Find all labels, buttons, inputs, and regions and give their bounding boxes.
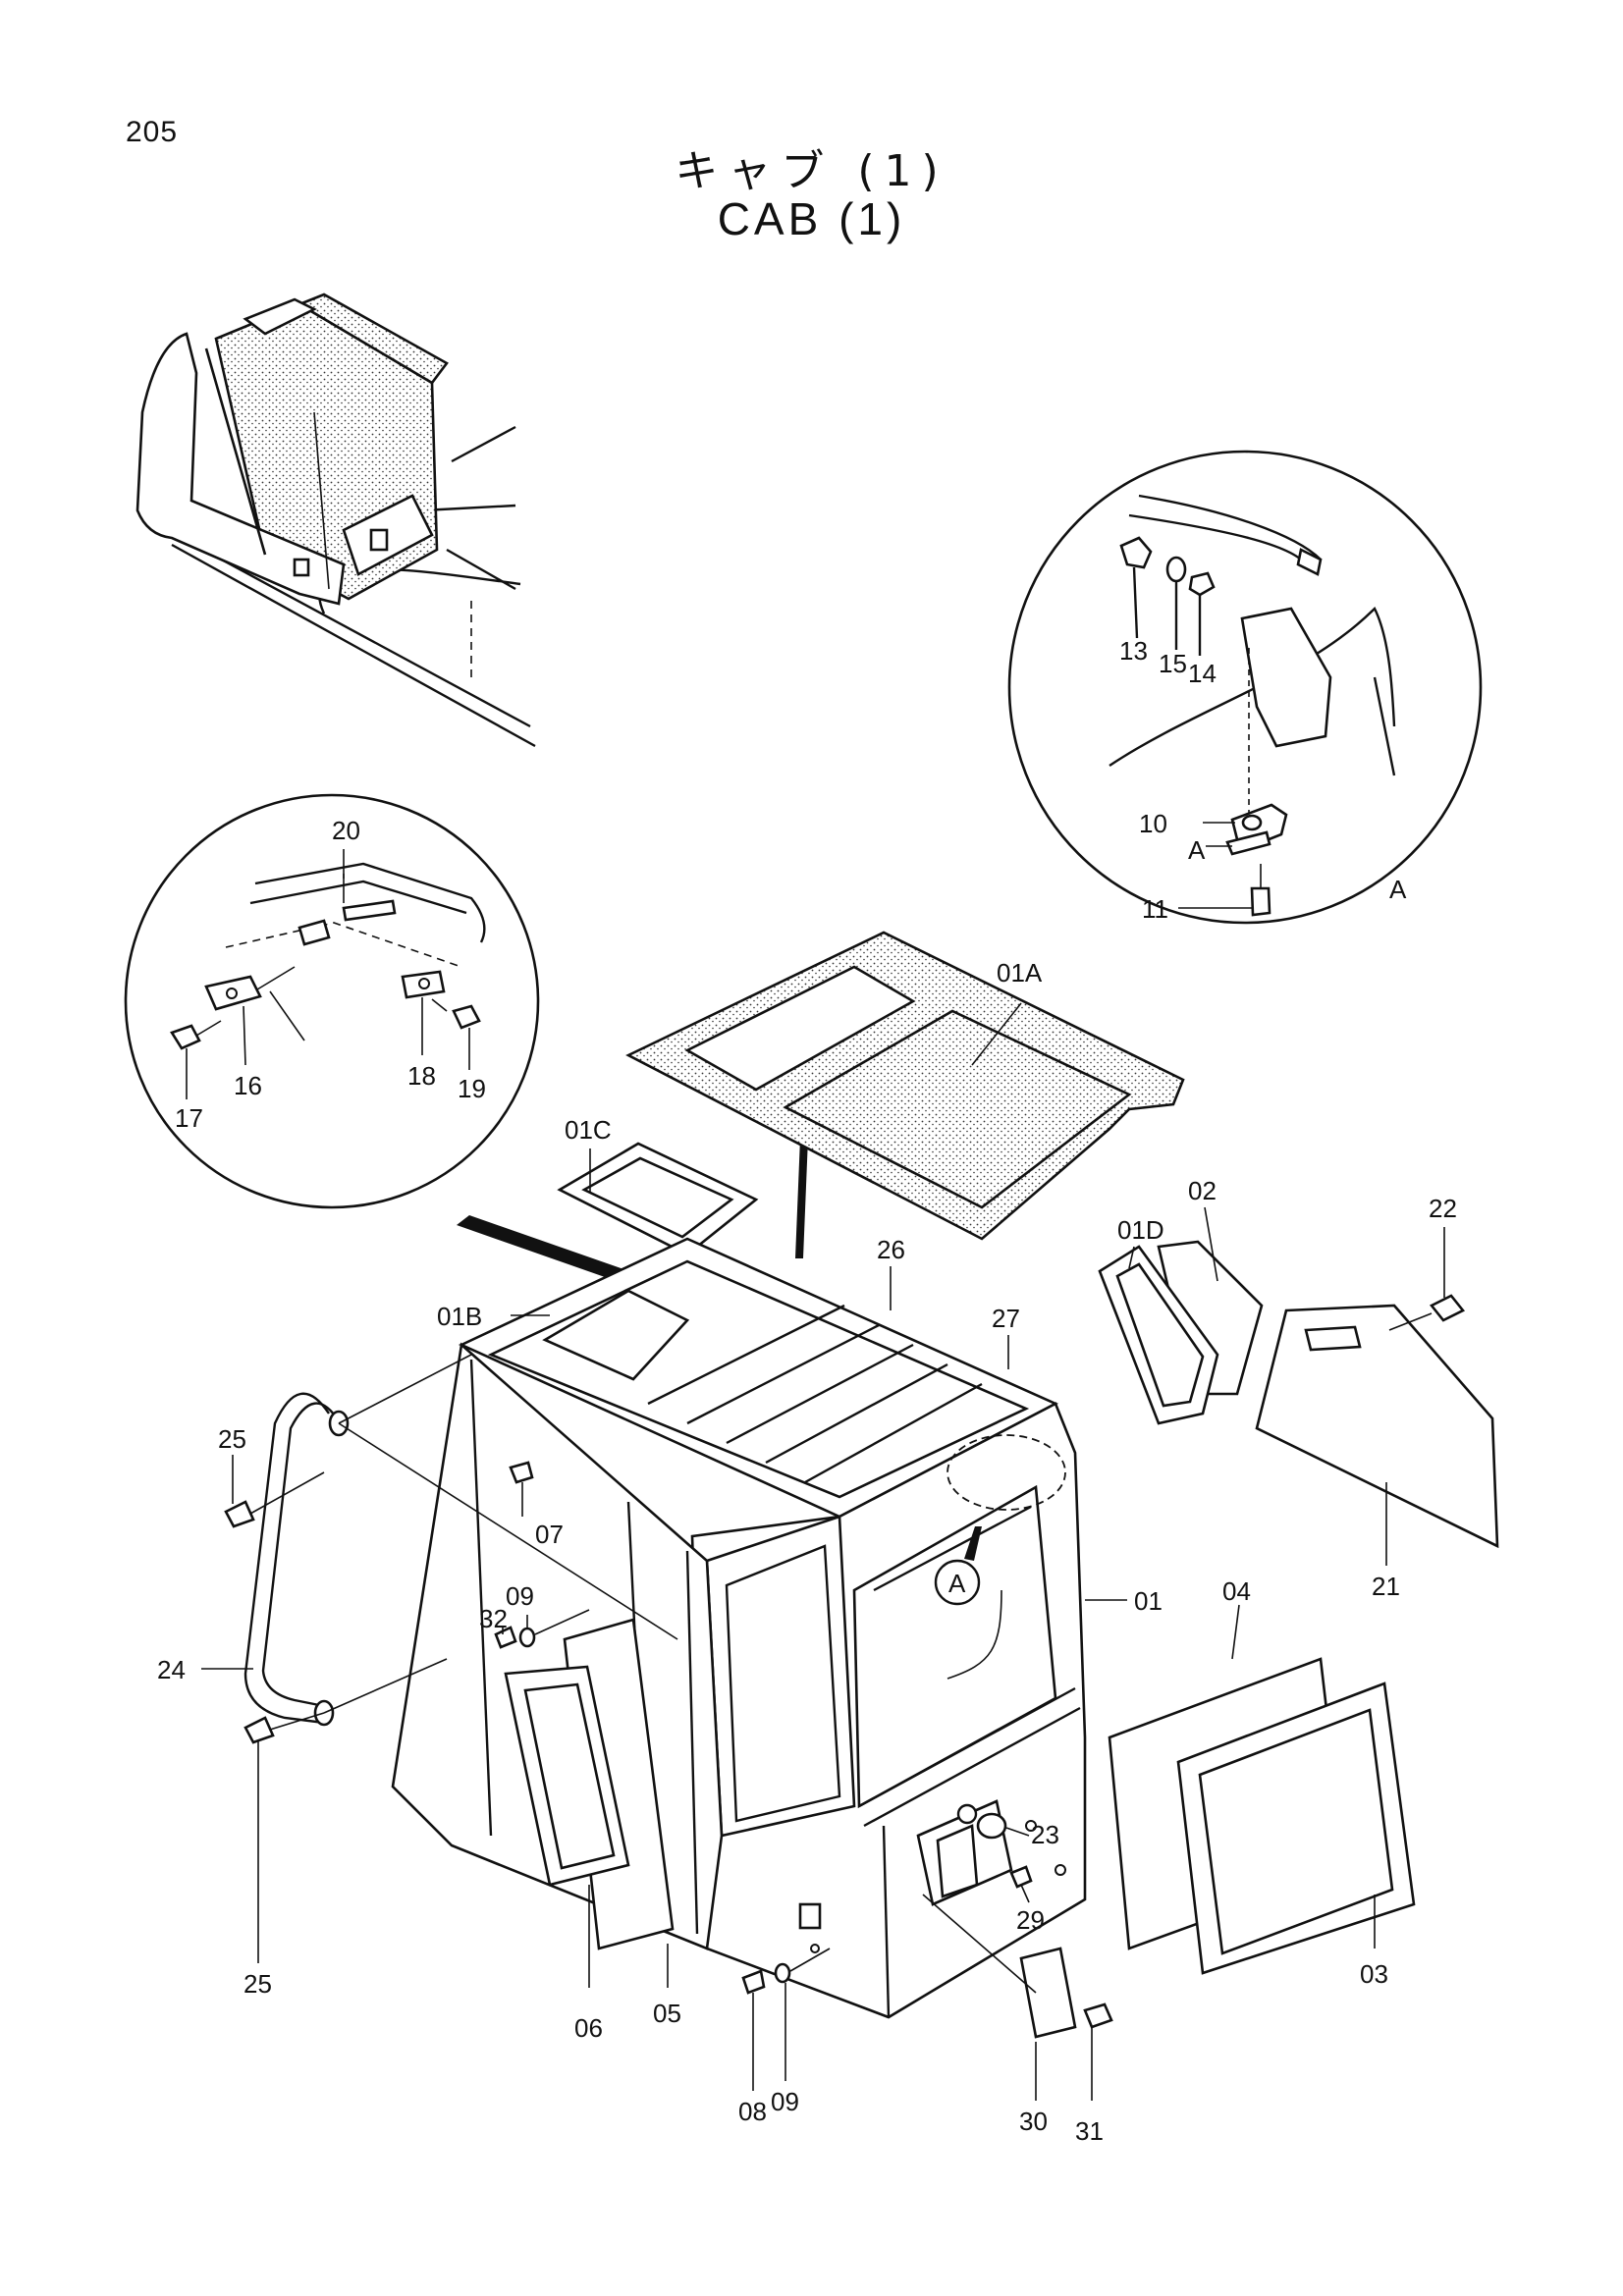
label-20: 20 [332,816,360,845]
roof-seal-01C [557,1142,759,1256]
bracket-10-shape [1206,803,1288,856]
label-21: 21 [1372,1572,1400,1601]
label-23: 23 [1031,1820,1059,1849]
label-17: 17 [175,1103,203,1133]
label-01C: 01C [565,1115,612,1145]
label-25-top: 25 [218,1424,246,1454]
part-labels: 01A 01C 01B 01D 02 26 27 22 21 01 04 03 … [157,636,1457,2146]
label-01B: 01B [437,1302,482,1331]
label-25-bottom: 25 [243,1969,272,1999]
label-09-lower: 09 [771,2087,799,2116]
label-16: 16 [234,1071,262,1100]
label-03: 03 [1360,1959,1388,1989]
label-13: 13 [1119,636,1148,666]
label-detail-a-ref: A [948,1569,966,1598]
machine-overview [135,293,536,748]
label-22: 22 [1429,1194,1457,1223]
leader-lines [186,822,1445,2101]
label-18: 18 [407,1061,436,1091]
label-11: 11 [1142,894,1168,924]
title-japanese: キャブ (1) [675,146,948,196]
label-01A: 01A [997,958,1043,988]
label-14: 14 [1188,659,1217,688]
label-detail-a-inner: A [1188,835,1206,865]
label-10: 10 [1139,809,1167,838]
handrail-24 [243,1354,678,1727]
label-02: 02 [1188,1176,1217,1205]
label-26: 26 [877,1235,905,1264]
detail-a-circle [1007,450,1483,925]
label-24: 24 [157,1655,186,1684]
label-01: 01 [1134,1586,1163,1616]
label-31: 31 [1075,2116,1104,2146]
detail-bracket-circle [124,793,540,1209]
label-07: 07 [535,1520,564,1549]
label-06: 06 [574,2013,603,2043]
label-29: 29 [1016,1905,1045,1935]
label-04: 04 [1222,1576,1251,1606]
label-27: 27 [992,1304,1020,1333]
label-05: 05 [653,1999,681,2028]
door-seal-06 [504,1665,630,1887]
rear-panel-21 [1255,1304,1499,1549]
page-number: 205 [126,116,179,148]
roof-panel-01A [625,931,1185,1241]
label-detail-a-outer: A [1389,875,1407,904]
label-01D: 01D [1117,1215,1164,1245]
title-english: CAB (1) [717,193,906,244]
label-30: 30 [1019,2107,1048,2136]
rear-seal-03 [1176,1682,1416,1975]
label-15: 15 [1159,649,1187,678]
label-08: 08 [738,2097,767,2126]
bolt-13-shape [1119,536,1153,639]
label-32: 32 [479,1604,508,1633]
label-19: 19 [458,1074,486,1103]
label-09-upper: 09 [506,1581,534,1611]
